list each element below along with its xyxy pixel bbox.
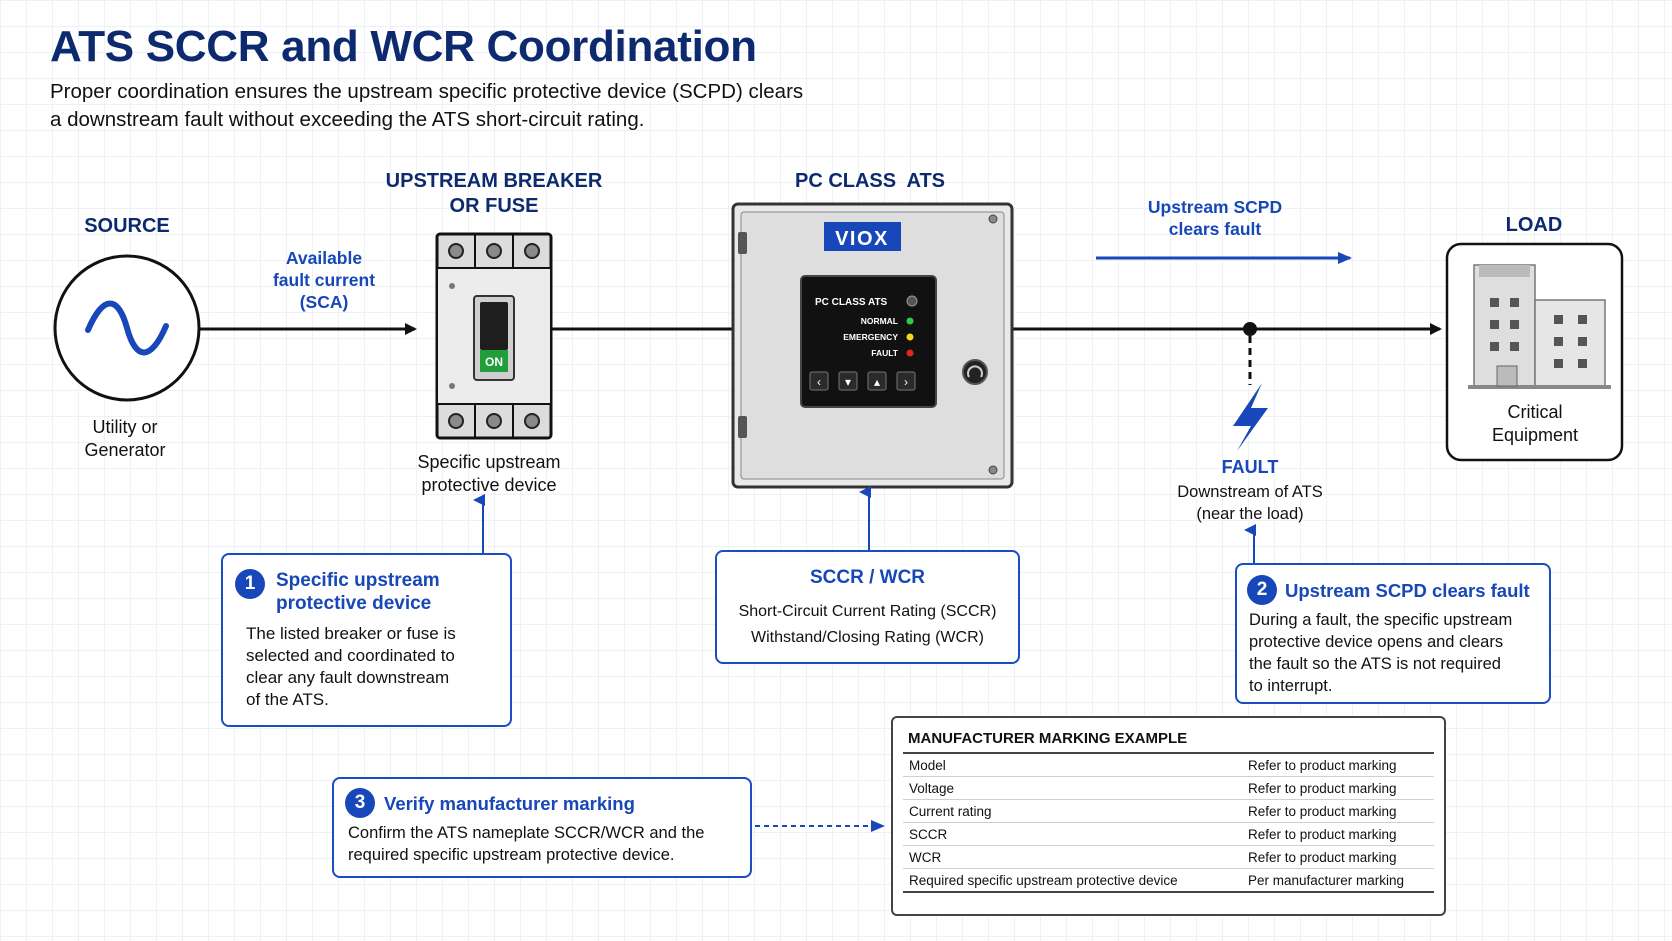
callout-3-title: Verify manufacturer marking: [384, 793, 635, 814]
marking-value: Refer to product marking: [1242, 799, 1434, 823]
indicator-label: FAULT: [871, 348, 899, 358]
callout-text-line: required specific upstream protective de…: [348, 846, 675, 864]
marking-value: Per manufacturer marking: [1242, 868, 1434, 893]
breaker-on-label: ON: [485, 355, 503, 369]
keypad-button-glyph: ›: [904, 375, 908, 389]
callout-2-number: 2: [1247, 575, 1277, 605]
marking-value: Refer to product marking: [1242, 822, 1434, 846]
source-heading: SOURCE: [84, 215, 170, 237]
indicator-led: [906, 317, 914, 325]
fault-heading: FAULT: [1221, 457, 1279, 477]
callout-sccr-wcr-title: SCCR / WCR: [809, 567, 926, 588]
ats-brand-logo: VIOX: [835, 228, 889, 250]
keypad-button[interactable]: [838, 371, 858, 391]
keypad-button[interactable]: [867, 371, 887, 391]
indicator-led: [906, 349, 914, 357]
callout-text-line: The listed breaker or fuse is: [246, 624, 456, 643]
keypad-button-glyph: ▴: [874, 375, 880, 389]
page-title: ATS SCCR and WCR Coordination: [50, 22, 757, 71]
callout-2-title: Upstream SCPD clears fault: [1285, 580, 1530, 601]
fault-junction: [1243, 322, 1257, 336]
callout-3-text: Confirm the ATS nameplate SCCR/WCR and t…: [348, 822, 704, 866]
building-icon: [1468, 264, 1611, 389]
manufacturer-marking-title: MANUFACTURER MARKING EXAMPLE: [908, 730, 1188, 747]
ats-indicators: NORMAL EMERGENCY FAULT: [843, 316, 914, 358]
callout-3-number: 3: [345, 788, 375, 818]
callout-3: 3 Verify manufacturer marking Confirm th…: [332, 777, 752, 878]
indicator-led: [906, 333, 914, 341]
fault-caption: Downstream of ATS(near the load): [1177, 483, 1323, 523]
ats-enclosure: [731, 202, 1014, 489]
callout-text-line: protective device opens and clears: [1249, 633, 1504, 651]
keypad-button[interactable]: [809, 371, 829, 391]
marking-value: Refer to product marking: [1242, 845, 1434, 869]
ats-panel-title: PC CLASS ATS: [815, 297, 888, 308]
callout-1-text: The listed breaker or fuse is selected an…: [246, 623, 456, 711]
marking-label: Current rating: [903, 799, 1242, 823]
page-subtitle: Proper coordination ensures the upstream…: [50, 80, 804, 131]
marking-label: WCR: [903, 845, 1242, 869]
ats-keypad: ‹ ▾ ▴ ›: [809, 371, 916, 391]
callout-sccr-wcr-text: Short-Circuit Current Rating (SCCR)Withs…: [738, 603, 997, 646]
callout-2: 2 Upstream SCPD clears fault During a fa…: [1235, 563, 1551, 704]
marking-label: Model: [903, 752, 1242, 777]
keypad-button-glyph: ‹: [817, 375, 821, 389]
lightning-icon: [1233, 383, 1268, 451]
callout-2-text: During a fault, the specific upstream pro…: [1249, 609, 1512, 697]
ats-heading: PC CLASS ATS: [794, 170, 945, 192]
table-row: Required specific upstream protective de…: [903, 868, 1434, 893]
callout-text-line: clear any fault downstream: [246, 668, 450, 687]
keypad-button[interactable]: [896, 371, 916, 391]
callout-text-line: selected and coordinated to: [246, 646, 455, 665]
load-heading: LOAD: [1505, 214, 1563, 236]
sine-wave-icon: [85, 300, 169, 356]
callout-text-line: of the ATS.: [246, 690, 329, 709]
callout-text-line: to interrupt.: [1249, 677, 1333, 695]
keypad-button-glyph: ▾: [845, 375, 851, 389]
callout-text-line: During a fault, the specific upstream: [1249, 611, 1513, 629]
marking-label: SCCR: [903, 822, 1242, 846]
breaker-graphic: [435, 232, 553, 440]
marking-value: Refer to product marking: [1242, 776, 1434, 800]
callout-1-number: 1: [235, 569, 265, 599]
marking-label: Voltage: [903, 776, 1242, 800]
marking-label: Required specific upstream protective de…: [903, 868, 1242, 893]
callout-text-line: the fault so the ATS is not required: [1249, 655, 1501, 673]
marking-value: Refer to product marking: [1242, 752, 1434, 777]
indicator-label: EMERGENCY: [843, 332, 898, 342]
indicator-label: NORMAL: [861, 316, 898, 326]
callout-text-line: Confirm the ATS nameplate SCCR/WCR and t…: [348, 824, 705, 842]
callout-sccr-wcr: SCCR / WCR Short-Circuit Current Rating …: [715, 550, 1020, 664]
